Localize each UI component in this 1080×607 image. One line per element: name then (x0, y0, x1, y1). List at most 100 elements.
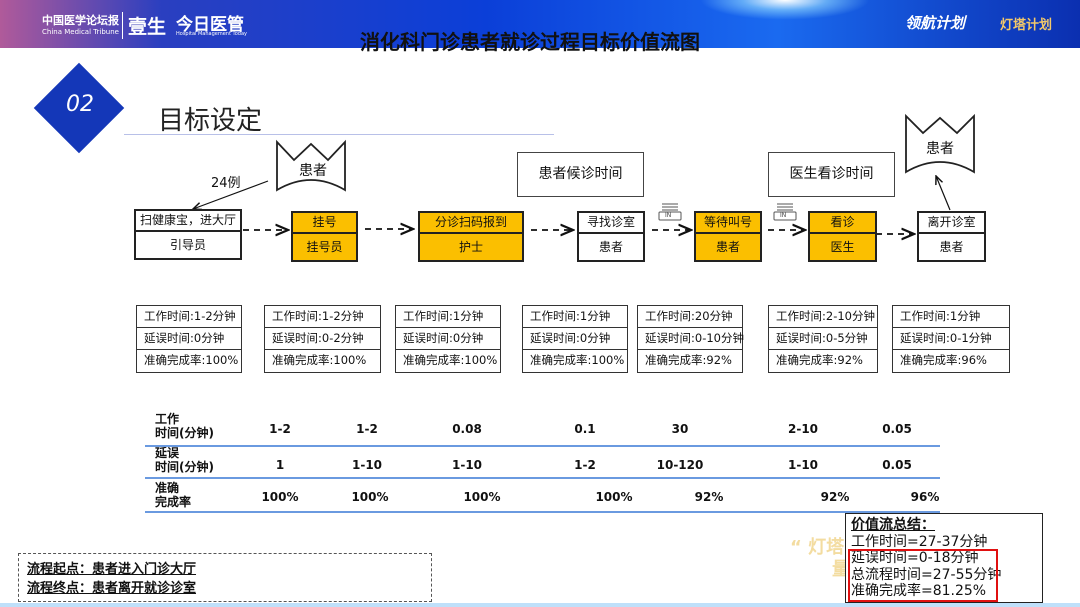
flow-connectors (0, 113, 975, 300)
table-cell: 92% (820, 490, 850, 504)
step-info-line: 延误时间:0分钟 (137, 328, 241, 350)
sink-document-shape (905, 113, 975, 174)
source-document-shape (276, 139, 346, 192)
summary-box: 价值流总结： 工作时间=27-37分钟 延误时间=0-18分钟 总流程时间=27… (845, 513, 1043, 603)
step-info-line: 延误时间:0-10分钟 (638, 328, 744, 350)
table-cell: 1-10 (351, 458, 383, 472)
step-info-box: 工作时间:1-2分钟延误时间:0-2分钟准确完成率:100% (264, 305, 381, 373)
process-step: 看诊 医生 (808, 211, 877, 262)
step-info-box: 工作时间:2-10分钟延误时间:0-5分钟准确完成率:92% (768, 305, 878, 373)
highlight-frame (848, 549, 998, 602)
sink-label: 患者 (926, 141, 954, 157)
logo-yisheng: 壹生 (122, 12, 166, 39)
step-role: 医生 (830, 240, 855, 254)
case-count: 24例 (211, 176, 241, 191)
inventory-label: IN (780, 212, 787, 219)
summary-delay: 延误时间=0-18分钟 (851, 550, 979, 566)
table-cell: 1 (275, 458, 285, 472)
logo-jinri: 今日医管 (176, 15, 244, 35)
logo-dengta: 灯塔计划 (1000, 18, 1053, 33)
row-label-line2: 完成率 (155, 495, 192, 509)
source-label: 患者 (299, 163, 327, 179)
row-label-line1: 工作 (155, 412, 180, 426)
table-cell: 1-10 (451, 458, 483, 472)
summary-accuracy: 准确完成率=81.25% (851, 583, 987, 599)
scope-end: 流程终点：患者离开就诊诊室 (27, 581, 197, 596)
table-cell: 100% (595, 490, 633, 504)
step-info-line: 准确完成率:92% (776, 353, 863, 367)
step-name: 寻找诊室 (579, 213, 643, 234)
step-info-line: 工作时间:1-2分钟 (265, 306, 380, 328)
row-label-line2: 时间(分钟) (155, 426, 214, 440)
step-role: 患者 (598, 240, 623, 254)
step-name: 扫健康宝，进大厅 (136, 211, 240, 232)
table-cell: 1-2 (574, 458, 596, 472)
step-info-box: 工作时间:20分钟延误时间:0-10分钟准确完成率:92% (637, 305, 744, 373)
step-info-box: 工作时间:1分钟延误时间:0-1分钟准确完成率:96% (892, 305, 1010, 373)
row-label-line1: 延误 (155, 446, 180, 460)
table-cell: 0.08 (452, 422, 482, 436)
table-cell: 10-120 (656, 458, 704, 472)
section-title: 目标设定 (158, 106, 263, 136)
step-info-line: 工作时间:1分钟 (523, 306, 627, 328)
watermark-text: “ 灯塔 (790, 537, 845, 558)
logo-cmt-sub: China Medical Tribune (42, 28, 119, 36)
logo-jinri-sub: Hospital Management Today (176, 31, 247, 37)
step-info-box: 工作时间:1-2分钟延误时间:0分钟准确完成率:100% (136, 305, 242, 373)
table-cell: 92% (694, 490, 724, 504)
step-name: 离开诊室 (919, 213, 984, 234)
table-cell: 0.05 (882, 458, 912, 472)
step-info-line: 延误时间:0-1分钟 (893, 328, 1009, 350)
inventory-icon (773, 203, 797, 221)
scope-start: 流程起点：患者进入门诊大厅 (27, 562, 197, 577)
step-info-line: 准确完成率:100% (144, 353, 239, 367)
table-row-label: 准确完成率 (155, 481, 191, 509)
table-cell: 100% (261, 490, 299, 504)
inventory-icon (658, 203, 682, 221)
table-row-label: 延误时间(分钟) (155, 446, 214, 474)
table-rule (145, 445, 940, 447)
row-label-line2: 时间(分钟) (155, 460, 214, 474)
section-number: 02 (66, 92, 94, 117)
step-info-box: 工作时间:1分钟延误时间:0分钟准确完成率:100% (522, 305, 628, 373)
table-rule (145, 477, 940, 479)
logo-cmt: 中国医学论坛报 (42, 14, 119, 27)
row-label-line1: 准确 (155, 481, 180, 495)
table-cell: 1-10 (787, 458, 819, 472)
table-row-label: 工作时间(分钟) (155, 412, 214, 440)
step-info-line: 延误时间:0分钟 (523, 328, 627, 350)
summary-total: 总流程时间=27-55分钟 (851, 566, 1002, 583)
step-name: 分诊扫码报到 (420, 213, 522, 234)
step-name: 看诊 (810, 213, 875, 234)
process-step: 分诊扫码报到 护士 (418, 211, 524, 262)
step-info-line: 准确完成率:100% (530, 353, 625, 367)
table-rule (145, 511, 940, 513)
table-cell: 1-2 (269, 422, 291, 436)
step-role: 挂号员 (306, 240, 343, 254)
table-cell: 100% (351, 490, 389, 504)
step-info-line: 准确完成率:92% (645, 353, 732, 367)
step-info-line: 工作时间:2-10分钟 (769, 306, 877, 328)
step-info-line: 延误时间:0分钟 (396, 328, 500, 350)
step-info-box: 工作时间:1分钟延误时间:0分钟准确完成率:100% (395, 305, 501, 373)
process-step: 挂号 挂号员 (291, 211, 358, 262)
step-name: 挂号 (293, 213, 356, 234)
table-cell: 96% (910, 490, 940, 504)
step-name: 等待叫号 (696, 213, 760, 234)
process-step: 离开诊室 患者 (917, 211, 986, 262)
step-info-line: 延误时间:0-5分钟 (769, 328, 877, 350)
step-role: 患者 (939, 240, 964, 254)
step-info-line: 准确完成率:100% (272, 353, 367, 367)
logo-linghang: 领航计划 (905, 14, 966, 32)
step-info-line: 工作时间:1分钟 (893, 306, 1009, 328)
page-title: 消化科门诊患者就诊过程目标价值流图 (360, 30, 700, 54)
step-info-line: 准确完成率:96% (900, 353, 987, 367)
section-divider (124, 134, 554, 135)
step-info-line: 工作时间:1分钟 (396, 306, 500, 328)
step-role: 护士 (458, 240, 483, 254)
step-role: 引导员 (169, 238, 206, 252)
table-cell: 0.05 (882, 422, 912, 436)
process-step: 寻找诊室 患者 (577, 211, 645, 262)
arrow-source (193, 180, 269, 209)
banner-glow (700, 0, 870, 20)
